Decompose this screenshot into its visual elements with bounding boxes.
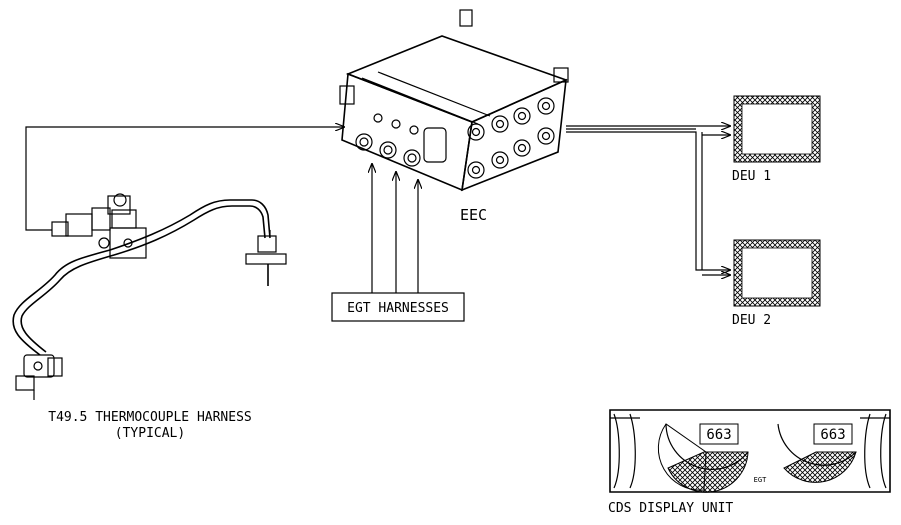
deu1-unit xyxy=(733,95,821,163)
deu2-unit xyxy=(733,239,821,307)
left-egt-readout: 663 xyxy=(706,427,731,443)
egt-center-label: EGT xyxy=(754,476,767,484)
deu2-label: DEU 2 xyxy=(732,313,771,328)
probe-fitting-upper xyxy=(245,230,287,286)
eec-to-deu-lines xyxy=(566,126,730,275)
thermocouple-harness xyxy=(12,193,287,400)
harness-connector xyxy=(51,193,131,237)
probe-fitting-lower xyxy=(15,354,63,400)
right-egt-gauge: 663 xyxy=(777,423,857,483)
harness-to-eec-line xyxy=(25,127,344,231)
eec-unit xyxy=(339,9,569,192)
eec-right-connectors xyxy=(467,97,555,179)
eec-label: EEC xyxy=(460,206,487,224)
eec-left-connectors xyxy=(355,113,447,167)
egt-harness-leads xyxy=(372,164,418,293)
deu1-label: DEU 1 xyxy=(732,169,771,184)
egt-harnesses-label: EGT HARNESSES xyxy=(347,301,449,316)
cds-display-label: CDS DISPLAY UNIT xyxy=(608,501,733,516)
thermocouple-label-line1: T49.5 THERMOCOUPLE HARNESS xyxy=(48,410,252,425)
junction-block xyxy=(98,209,147,259)
right-egt-readout: 663 xyxy=(820,427,845,443)
egt-harnesses-box: EGT HARNESSES xyxy=(331,292,465,322)
left-egt-gauge: 663 xyxy=(657,423,749,493)
thermocouple-label-line2: (TYPICAL) xyxy=(115,426,185,441)
cds-display-unit: 663 EGT 663 xyxy=(609,409,891,493)
